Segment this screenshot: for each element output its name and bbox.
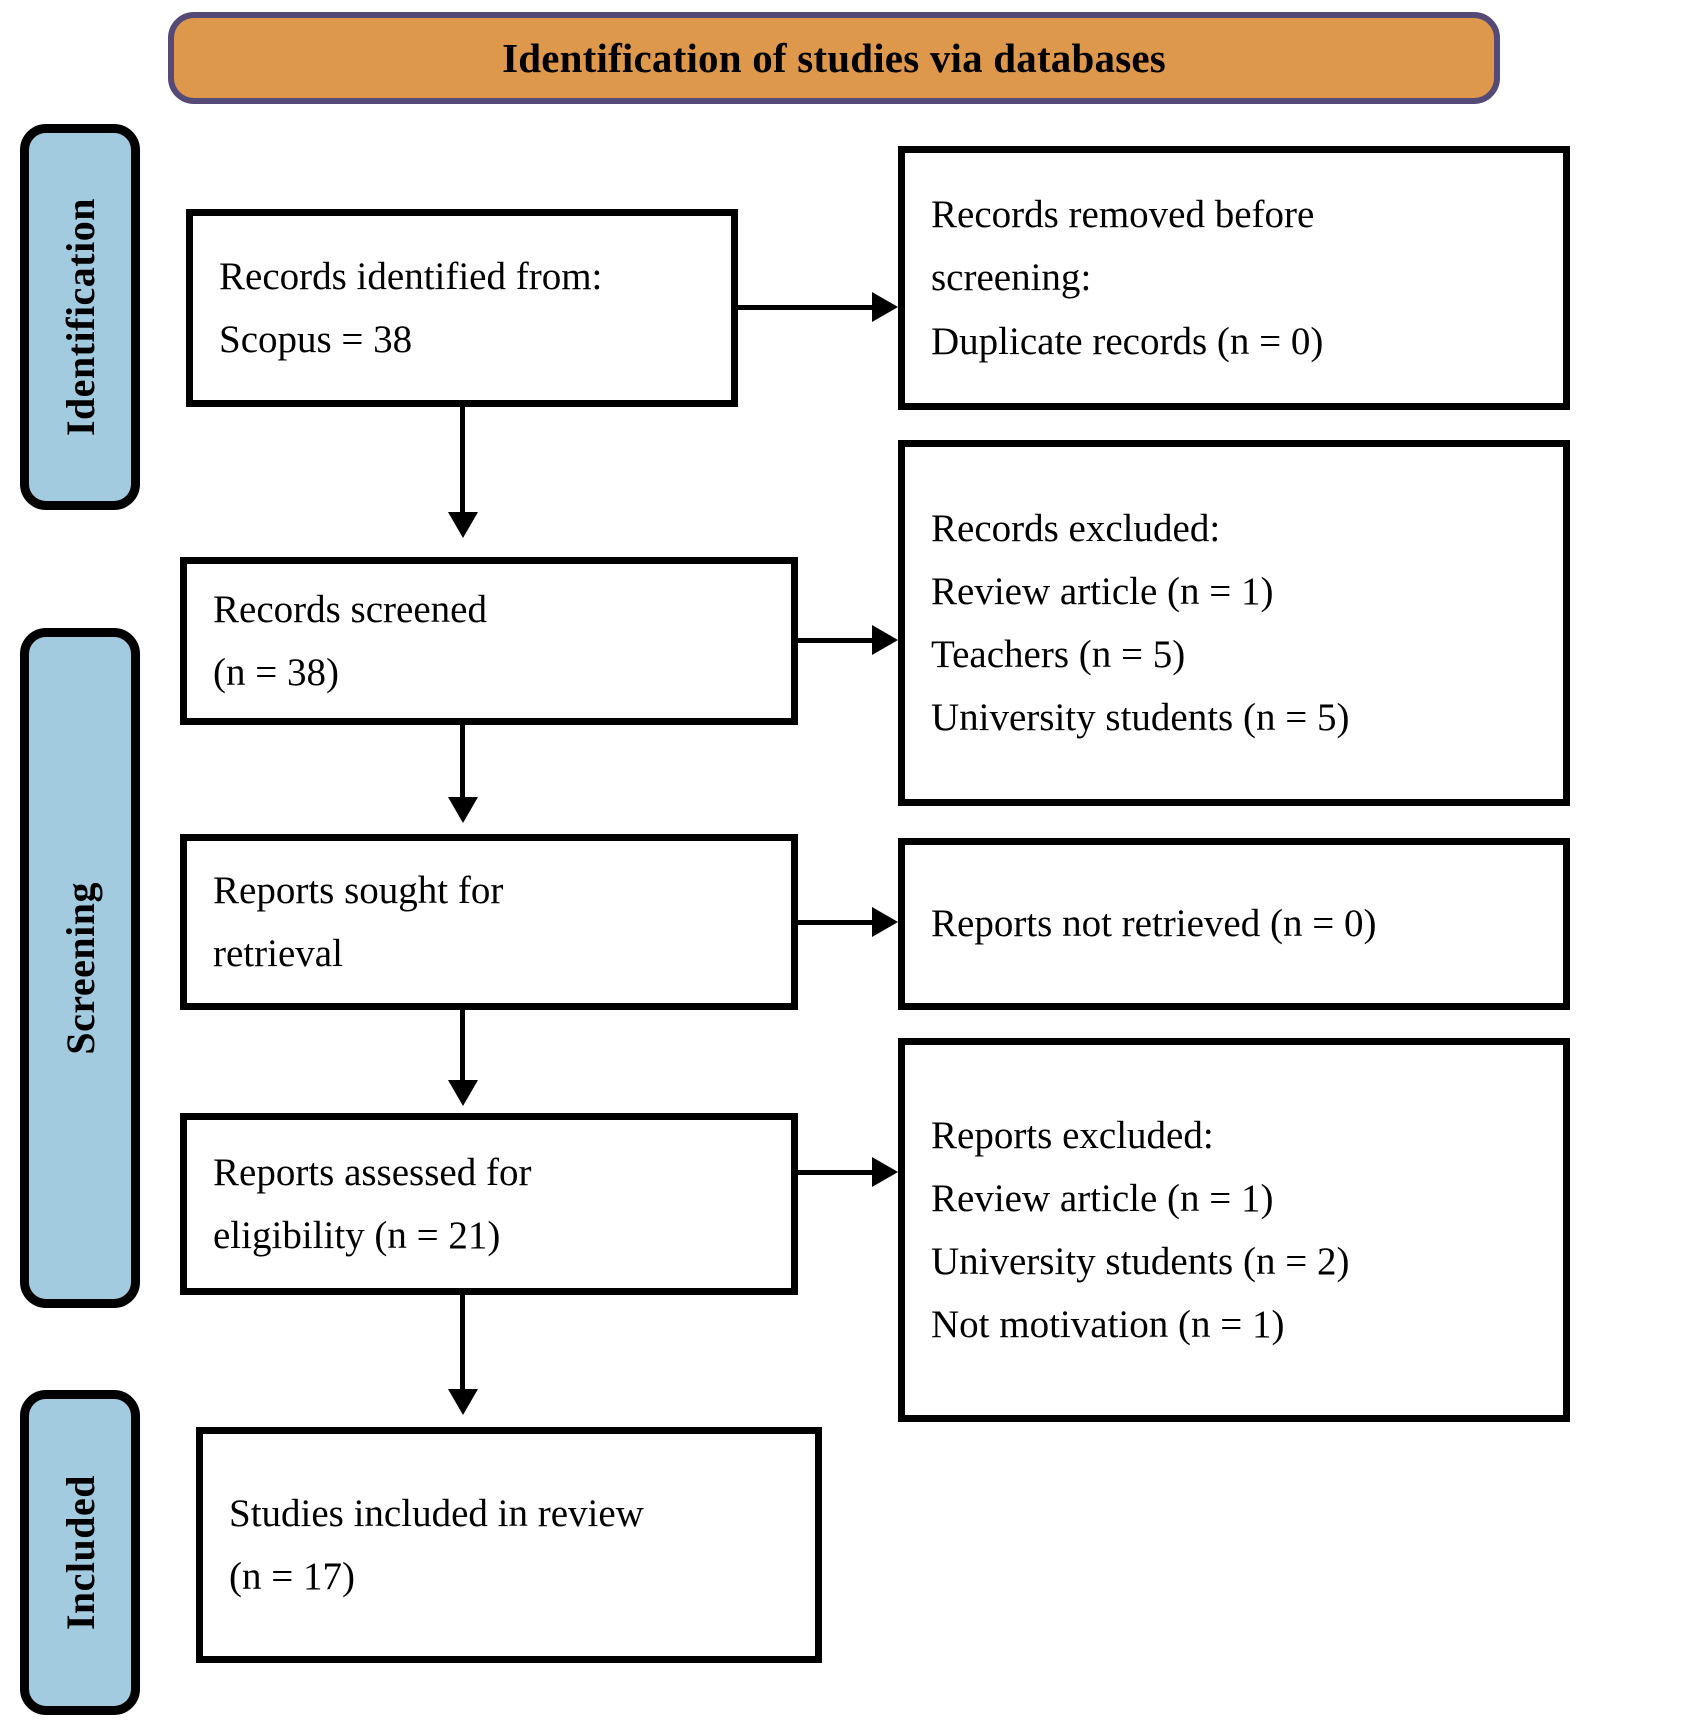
box-reports-excluded-item-2: University students (n = 2) <box>931 1240 1350 1283</box>
box-records-removed-line-1-emphasis: before <box>1214 193 1315 237</box>
box-studies-included-line-1: Studies included in review <box>229 1491 644 1535</box>
box-reports-assessed-line-2: eligibility (n = 21) <box>213 1214 501 1257</box>
connector-sought-to-not-retrieved <box>798 920 874 925</box>
arrowhead-sought-to-assessed <box>448 1080 478 1106</box>
box-reports-excluded: Reports excluded: Review article (n = 1)… <box>898 1038 1570 1422</box>
box-records-removed-line-1-plain: Records removed <box>931 193 1215 237</box>
box-reports-excluded-item-1: Review article (n = 1) <box>931 1176 1274 1220</box>
box-studies-included-line-2: (n = 17) <box>229 1555 355 1598</box>
stage-tab-identification: Identification <box>20 124 140 510</box>
box-records-screened-line-1: Records screened <box>213 587 487 631</box>
box-records-excluded-item-1: Review article (n = 1) <box>931 569 1274 613</box>
connector-screened-to-sought <box>460 725 465 803</box>
arrowhead-screened-to-records-excluded <box>872 625 898 655</box>
box-records-removed-line-2-suffix: : <box>1080 256 1092 300</box>
connector-screened-to-records-excluded <box>798 638 874 643</box>
box-reports-sought-line-2: retrieval <box>213 932 343 975</box>
box-records-excluded-item-3: University students (n = 5) <box>931 696 1350 740</box>
box-records-removed-line-3: Duplicate records (n = 0) <box>931 319 1324 363</box>
stage-tab-screening: Screening <box>20 628 140 1308</box>
connector-assessed-to-reports-excluded <box>798 1170 874 1175</box>
box-reports-assessed: Reports assessed for eligibility (n = 21… <box>180 1113 798 1295</box>
connector-identified-to-removed <box>738 305 874 310</box>
box-records-excluded-heading: Records excluded: <box>931 506 1221 550</box>
box-records-removed-before-screening: Records removed before screening: Duplic… <box>898 146 1570 410</box>
stage-tab-included: Included <box>20 1390 140 1715</box>
box-records-excluded: Records excluded: Review article (n = 1)… <box>898 440 1570 806</box>
box-records-identified-line-2: Scopus = 38 <box>219 318 413 361</box>
box-records-removed-line-2-emphasis: screening <box>931 256 1081 300</box>
diagram-title-banner: Identification of studies via databases <box>168 12 1500 104</box>
connector-assessed-to-included <box>460 1295 465 1395</box>
box-reports-not-retrieved: Reports not retrieved (n = 0) <box>898 838 1570 1010</box>
arrowhead-identified-to-screened <box>448 512 478 538</box>
stage-tab-included-label: Included <box>57 1474 103 1631</box>
box-records-screened-line-2: (n = 38) <box>213 651 339 694</box>
box-records-identified: Records identified from: Scopus = 38 <box>186 209 738 407</box>
box-studies-included: Studies included in review (n = 17) <box>196 1427 822 1663</box>
box-reports-sought: Reports sought for retrieval <box>180 834 798 1010</box>
box-reports-excluded-item-3: Not motivation (n = 1) <box>931 1303 1285 1347</box>
box-reports-not-retrieved-line-1: Reports not retrieved (n = 0) <box>931 902 1377 946</box>
connector-identified-to-screened <box>460 407 465 519</box>
arrowhead-assessed-to-included <box>448 1389 478 1415</box>
connector-sought-to-assessed <box>460 1010 465 1086</box>
arrowhead-screened-to-sought <box>448 797 478 823</box>
box-reports-assessed-line-1: Reports assessed for <box>213 1150 532 1194</box>
box-records-removed-line-1: Records removed before <box>931 183 1545 246</box>
box-reports-excluded-heading: Reports excluded: <box>931 1113 1214 1157</box>
box-records-screened: Records screened (n = 38) <box>180 557 798 725</box>
box-reports-sought-line-1: Reports sought for <box>213 868 504 912</box>
arrowhead-sought-to-not-retrieved <box>872 907 898 937</box>
stage-tab-screening-label: Screening <box>57 881 103 1055</box>
diagram-title-text: Identification of studies via databases <box>502 35 1166 81</box>
box-records-identified-line-1: Records identified from: <box>219 254 603 298</box>
box-records-excluded-item-2: Teachers (n = 5) <box>931 633 1186 676</box>
box-records-removed-line-2: screening: <box>931 246 1545 309</box>
arrowhead-assessed-to-reports-excluded <box>872 1157 898 1187</box>
stage-tab-identification-label: Identification <box>57 197 103 437</box>
arrowhead-identified-to-removed <box>872 292 898 322</box>
